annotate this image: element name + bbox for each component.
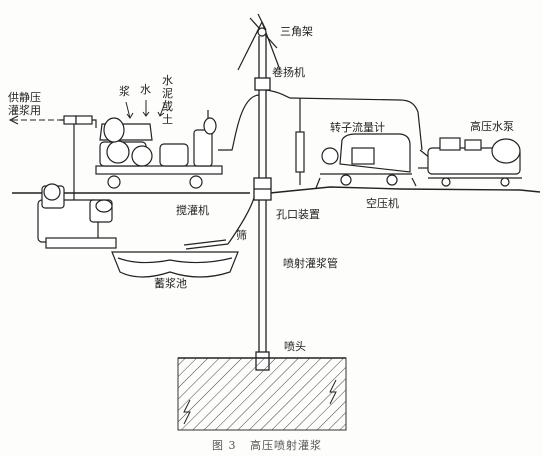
label-mixer: 搅灌机 (176, 204, 209, 217)
jet-pipe (253, 36, 272, 371)
label-slurry: 浆 (119, 85, 130, 98)
supply-arrow (8, 115, 60, 125)
label-supply-line2: 灌浆用 (8, 104, 41, 117)
label-cement-soil: 泥或土 (162, 87, 173, 126)
soil-block (177, 357, 347, 431)
screen (183, 197, 255, 250)
caption-fig: 图 3 (212, 439, 237, 452)
label-jet-pipe: 喷射灌浆管 (283, 257, 338, 270)
label-hp-pump: 高压水泵 (470, 120, 514, 133)
label-supply-line1: 供静压 (8, 91, 41, 104)
air-compressor (315, 133, 417, 189)
mixer-cart (95, 110, 223, 189)
label-screen: 筛 (236, 229, 247, 242)
rotor-flowmeter (295, 131, 305, 185)
label-hole-device: 孔口装置 (276, 208, 320, 221)
label-air-compressor: 空压机 (366, 197, 399, 210)
label-tripod: 三角架 (280, 25, 313, 38)
supply-assembly (37, 115, 117, 249)
label-nozzle: 喷头 (284, 340, 306, 353)
caption-text: 高压喷射灌浆 (250, 439, 322, 452)
label-winch: 卷扬机 (272, 66, 305, 79)
label-water-top: 水 (162, 74, 173, 87)
hp-water-pump (418, 137, 522, 187)
slurry-tank (111, 251, 239, 278)
feed-arrows (125, 99, 167, 119)
label-tank: 蓄浆池 (154, 277, 187, 290)
tripod-frame (237, 13, 281, 71)
label-rotor-flowmeter: 转子流量计 (330, 121, 385, 134)
ground-line (12, 186, 541, 194)
label-water: 水 (140, 83, 151, 96)
